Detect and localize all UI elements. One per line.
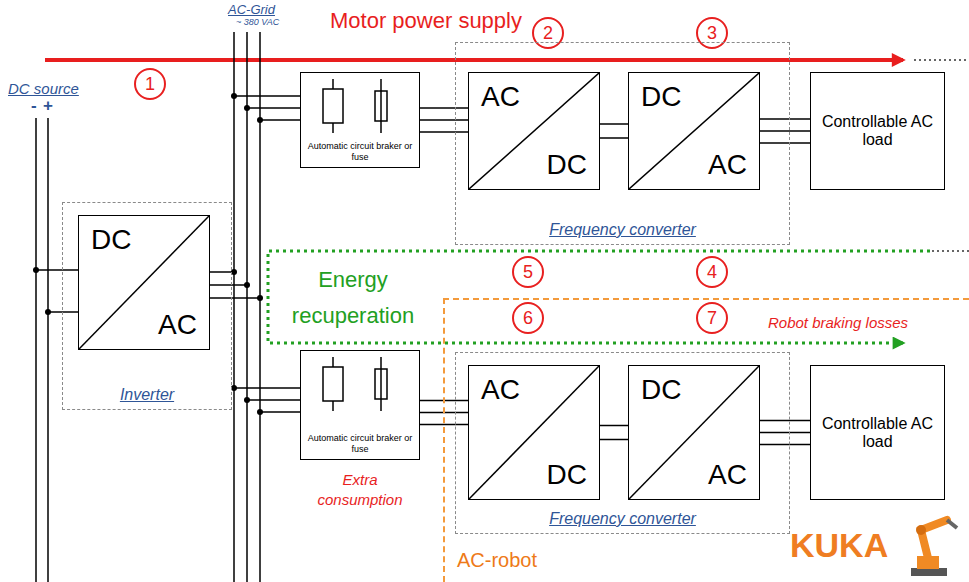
wire-line (420, 119, 468, 121)
wire-line (600, 425, 628, 427)
breaker-box: Automatic circuit braker or fuse (300, 350, 420, 460)
converter-side-label: AC (708, 151, 747, 179)
bus-name: AC-Grid (228, 2, 275, 17)
wire-line (600, 439, 628, 441)
ac-grid-bus (234, 32, 260, 582)
converter-box: DC AC (628, 72, 760, 190)
consumption-note: Extra consumption (305, 470, 415, 510)
power-arrow (45, 58, 903, 62)
callout-number: 7 (696, 302, 728, 334)
callout-number: 5 (523, 262, 533, 283)
power-wire (420, 108, 468, 132)
power-wire (760, 119, 810, 143)
dashed-group-box: Frequency converter AC DC DC AC (455, 352, 790, 534)
converter-side-label: DC (547, 461, 587, 489)
motor-power-arrow (45, 60, 969, 61)
wire-line (600, 137, 628, 139)
group-caption: Frequency converter (456, 221, 789, 239)
dashed-group-box: Inverter DC AC (62, 202, 232, 410)
dc-source-bus (36, 118, 48, 582)
callout-number: 5 (512, 256, 544, 288)
converter-side-label: AC (708, 461, 747, 489)
converter-box: AC DC (468, 72, 600, 190)
callout-number: 6 (523, 308, 533, 329)
callout-number: 2 (532, 17, 564, 49)
converter-box: DC AC (78, 215, 210, 350)
breaker-symbols (301, 351, 419, 413)
wire-line (760, 420, 810, 422)
voltage-label: ~ 380 VAC (236, 17, 279, 27)
dashed-group-box: Frequency converter AC DC DC AC (455, 42, 790, 245)
polarity-sign: - (31, 96, 37, 116)
wire-line (760, 130, 810, 132)
group-caption: Inverter (63, 386, 231, 404)
flow-label: Motor power supply (330, 8, 522, 34)
converter-side-label: DC (641, 83, 681, 111)
power-wire (600, 124, 628, 138)
brand-logo: KUKA (790, 526, 888, 565)
callout-number: 1 (134, 68, 166, 100)
wire-line (760, 142, 810, 144)
load-box: Controllable AC load (810, 72, 945, 190)
converter-side-label: DC (91, 226, 131, 254)
wire-line (420, 131, 468, 133)
breaker-caption: Automatic circuit braker or fuse (305, 433, 415, 454)
junction-dots (33, 93, 263, 415)
converter-box: AC DC (468, 365, 600, 500)
converter-side-label: AC (481, 83, 520, 111)
converter-side-label: AC (481, 376, 520, 404)
callout-number: 4 (696, 256, 728, 288)
polarity-sign: + (43, 96, 53, 116)
converter-side-label: DC (641, 376, 681, 404)
load-box: Controllable AC load (810, 365, 945, 500)
source-name: DC source (8, 80, 79, 97)
callout-number: 3 (707, 23, 717, 44)
robot-region: AC-robot 6 7Frequency converter AC DC DC AC Con… (443, 298, 969, 582)
wire-line (760, 118, 810, 120)
continuation-dots (914, 59, 969, 61)
load-label: Controllable AC load (819, 113, 936, 149)
continuation-dots (932, 250, 969, 252)
wire-line (420, 107, 468, 109)
feeder-wires (36, 96, 300, 412)
breaker-symbols (301, 73, 419, 135)
callout-number: 1 (145, 74, 155, 95)
robot-illustration (911, 520, 957, 576)
converter-side-label: DC (547, 151, 587, 179)
wire-line (600, 123, 628, 125)
converter-box: DC AC (628, 365, 760, 500)
breaker-caption: Automatic circuit braker or fuse (305, 141, 415, 162)
region-caption: AC-robot (457, 549, 537, 572)
power-wire (760, 421, 810, 445)
callout-number: 4 (707, 262, 717, 283)
callout-number: 2 (543, 23, 553, 44)
group-caption: Frequency converter (456, 510, 789, 528)
breaker-box: Automatic circuit braker or fuse (300, 72, 420, 168)
callout-number: 6 (512, 302, 544, 334)
callout-number: 7 (707, 308, 717, 329)
recuperation-path (268, 251, 930, 343)
wire-line (760, 444, 810, 446)
power-wire (600, 426, 628, 440)
recuperation-arrow (268, 251, 969, 343)
wire-line (760, 432, 810, 434)
flow-label: Energy recuperation (278, 262, 428, 334)
load-label: Controllable AC load (819, 415, 936, 451)
converter-side-label: AC (158, 311, 197, 339)
callout-number: 3 (696, 17, 728, 49)
loss-note: Robot braking losses (768, 314, 908, 331)
